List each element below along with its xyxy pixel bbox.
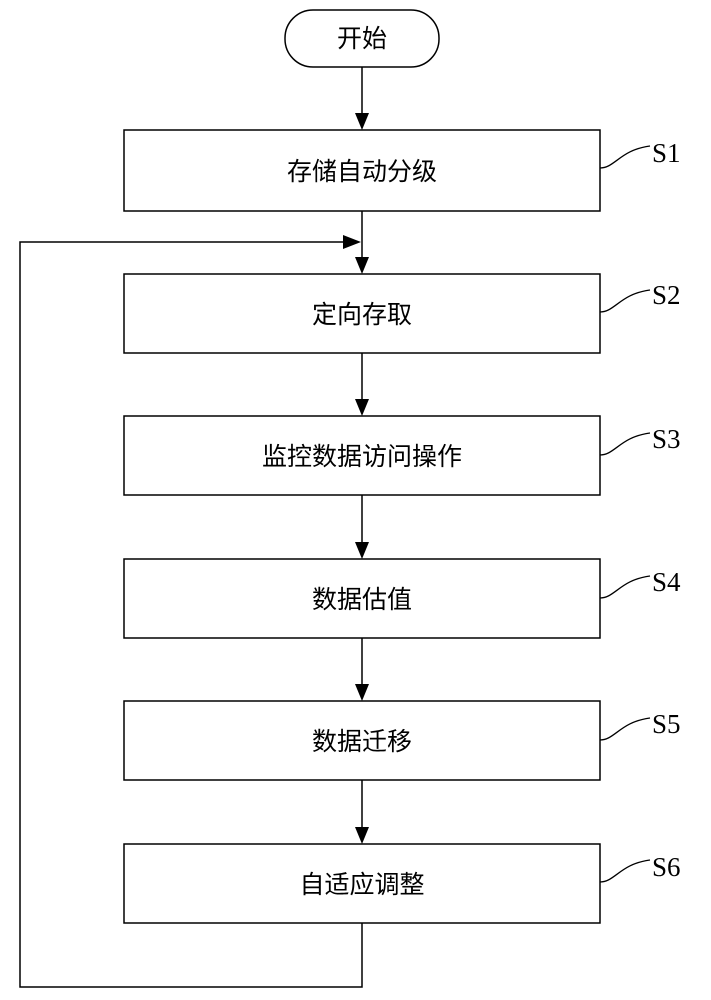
step-id-s5: S5 (652, 709, 681, 739)
arrowhead-s5 (355, 684, 369, 701)
feedback-loop-line (19, 241, 363, 988)
arrowhead-s4 (355, 542, 369, 559)
arrowhead-s1 (355, 113, 369, 130)
process-label-s4: 数据估值 (312, 585, 412, 614)
callout-curve-s5 (599, 717, 651, 741)
process-box-s6 (123, 843, 601, 924)
process-label-s5: 数据迁移 (312, 727, 412, 756)
callout-curve-s6 (599, 859, 651, 883)
process-label-s6: 自适应调整 (299, 870, 424, 899)
process-label-s3: 监控数据访问操作 (262, 442, 462, 471)
start-label: 开始 (337, 24, 387, 53)
step-s2: 定向存取 S2 (123, 273, 681, 354)
step-s1: 存储自动分级 S1 (123, 129, 681, 212)
step-s5: 数据迁移 S5 (123, 700, 681, 781)
connectors (19, 67, 363, 988)
arrowhead-s3 (355, 399, 369, 416)
step-s3: 监控数据访问操作 S3 (123, 415, 681, 496)
process-box-s2 (123, 273, 601, 354)
process-box-s1 (123, 129, 601, 212)
step-id-s4: S4 (652, 567, 681, 597)
arrowhead-s2 (355, 257, 369, 274)
step-id-s1: S1 (652, 138, 681, 168)
process-label-s2: 定向存取 (312, 300, 412, 329)
step-s6: 自适应调整 S6 (123, 843, 681, 924)
start-node: 开始 (284, 9, 440, 68)
step-id-s2: S2 (652, 280, 681, 310)
arrowhead-feedback (343, 235, 361, 249)
callout-curve-s3 (599, 432, 651, 456)
step-s4: 数据估值 S4 (123, 558, 681, 639)
arrowhead-s6 (355, 827, 369, 844)
callout-curve-s4 (599, 575, 651, 599)
step-id-s3: S3 (652, 424, 681, 454)
callout-curve-s1 (599, 145, 651, 169)
process-box-s3 (123, 415, 601, 496)
arrowheads (343, 113, 369, 844)
callout-curve-s2 (599, 289, 651, 313)
process-label-s1: 存储自动分级 (287, 157, 437, 186)
step-id-s6: S6 (652, 852, 681, 882)
